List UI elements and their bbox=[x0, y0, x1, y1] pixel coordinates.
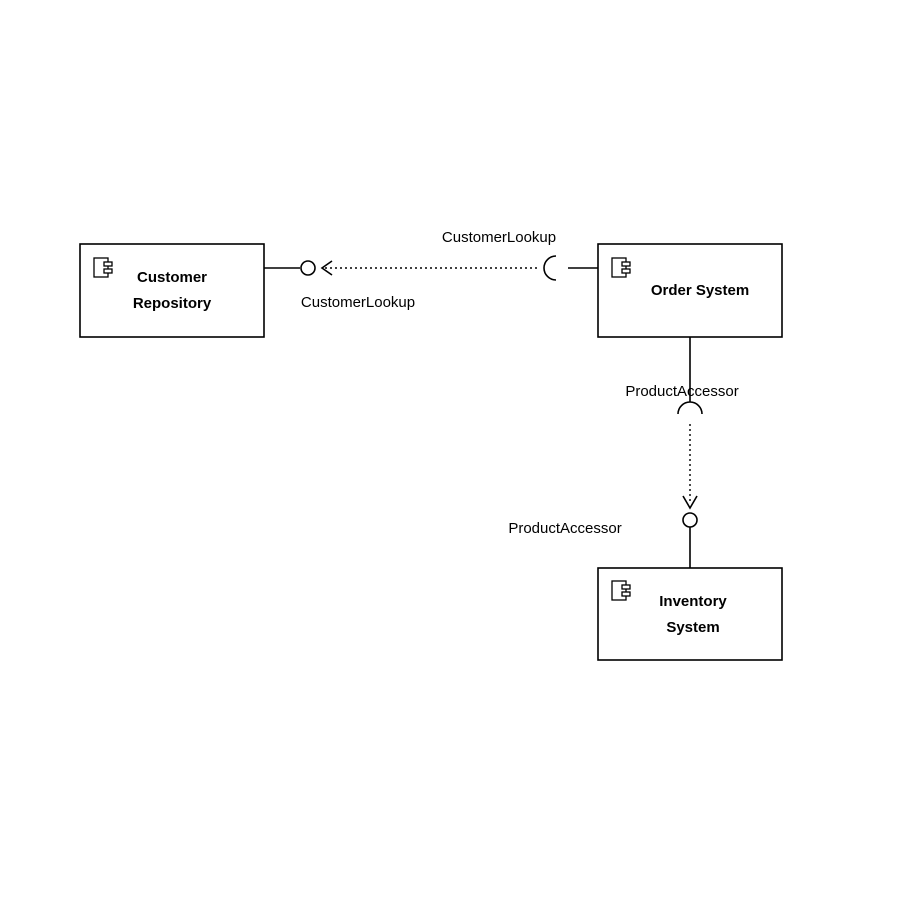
product-accessor-provided-lollipop bbox=[682, 512, 698, 528]
order-system-component[interactable]: Order System bbox=[597, 243, 783, 338]
customer-repository-box bbox=[79, 243, 265, 338]
customer-lookup-required-label: CustomerLookup bbox=[442, 229, 556, 246]
customer-lookup-arrowhead bbox=[320, 260, 333, 276]
component-icon bbox=[611, 580, 631, 601]
customer-repository-component[interactable]: Customer Repository bbox=[79, 243, 265, 338]
customer-lookup-provided-lollipop bbox=[300, 260, 316, 276]
order-system-box bbox=[597, 243, 783, 338]
component-icon bbox=[611, 257, 631, 278]
inventory-system-box bbox=[597, 567, 783, 661]
inventory-system-label-line1: Inventory bbox=[659, 593, 727, 610]
component-icon bbox=[93, 257, 113, 278]
product-accessor-required-socket bbox=[677, 401, 703, 415]
customer-lookup-required-socket bbox=[543, 255, 557, 281]
customer-lookup-provided-label: CustomerLookup bbox=[301, 294, 415, 311]
inventory-system-label-line2: System bbox=[666, 619, 719, 636]
inventory-system-component[interactable]: Inventory System bbox=[597, 567, 783, 661]
customer-repository-label-line1: Customer bbox=[137, 269, 207, 286]
order-system-label: Order System bbox=[651, 282, 749, 299]
product-accessor-arrowhead bbox=[682, 495, 698, 510]
product-accessor-required-label: ProductAccessor bbox=[625, 383, 738, 400]
customer-repository-label-line2: Repository bbox=[133, 295, 212, 312]
product-accessor-provided-label: ProductAccessor bbox=[508, 520, 621, 537]
